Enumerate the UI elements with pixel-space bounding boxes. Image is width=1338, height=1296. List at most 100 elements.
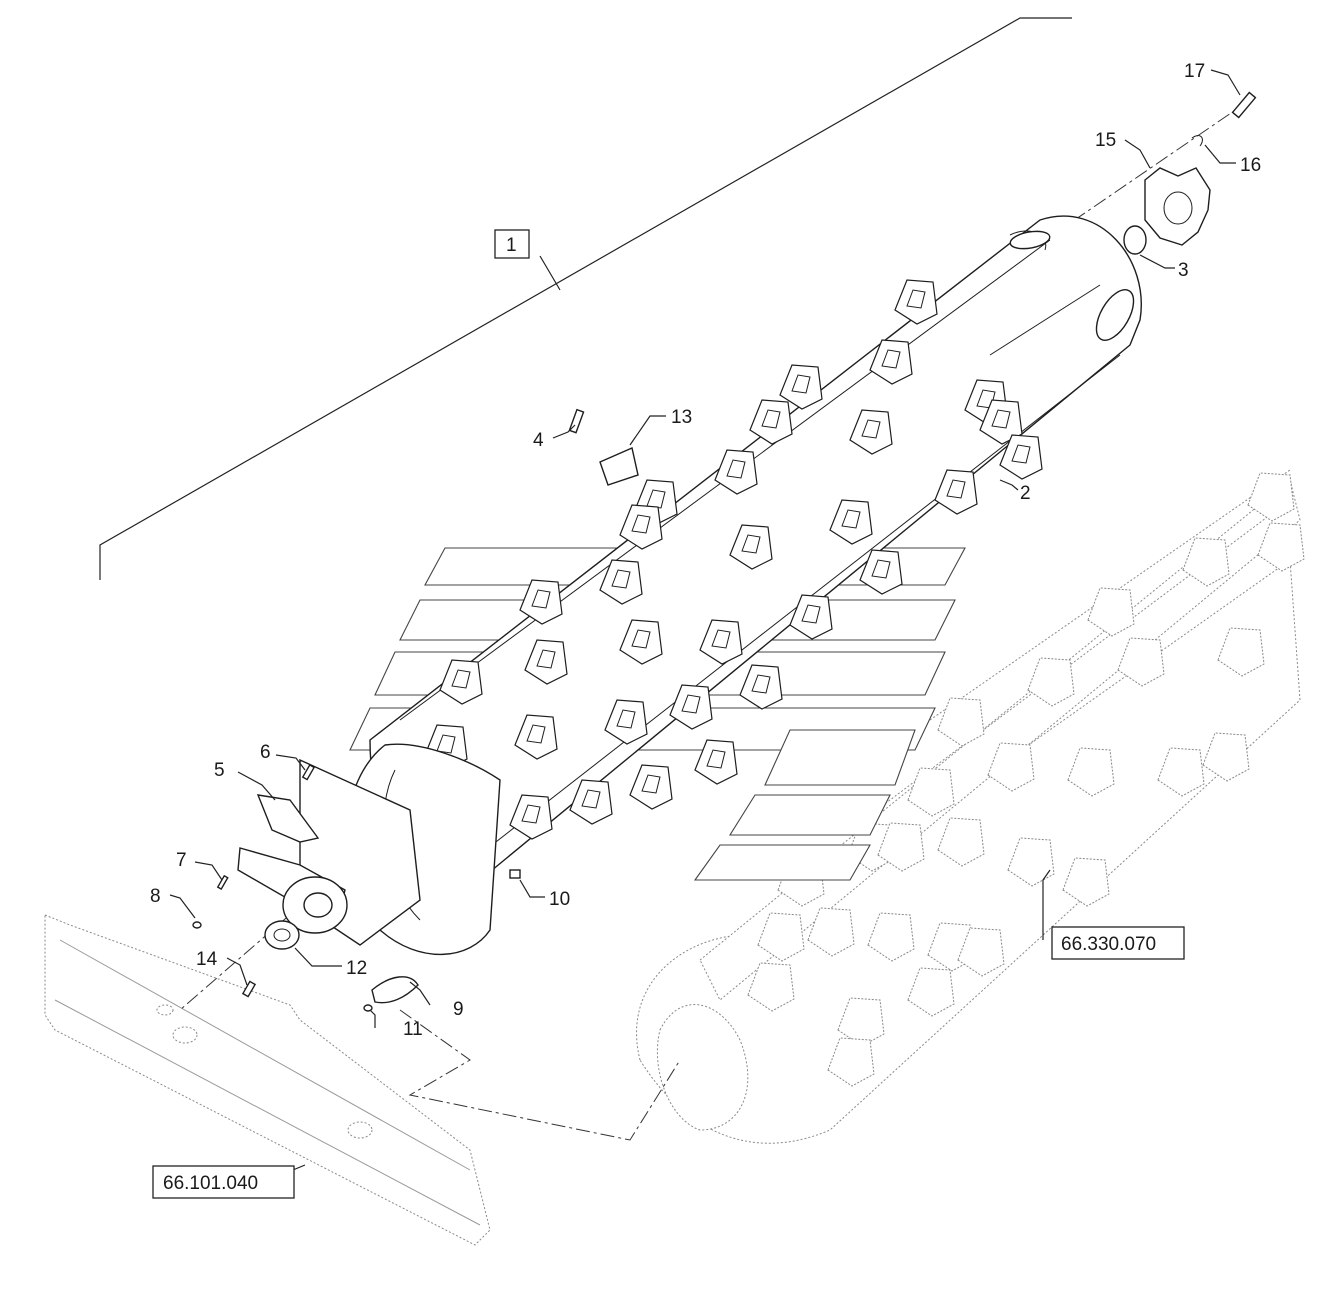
flange-part-15 <box>1144 167 1211 246</box>
ghost-wear-tooth <box>1007 837 1055 887</box>
drum-wear-tooth <box>789 594 833 640</box>
drum-wear-tooth <box>729 524 773 570</box>
drum-wear-tooth-detail <box>711 629 731 649</box>
background-frame-beam <box>44 914 491 1246</box>
drum-wear-tooth <box>699 619 743 665</box>
drum-wear-tooth-detail <box>761 409 781 429</box>
drum-wear-tooth-detail <box>841 509 861 529</box>
ghost-wear-tooth <box>937 817 985 867</box>
ghost-wear-tooth <box>1117 637 1165 687</box>
reference-labels: 66.330.070 <box>152 926 1185 1199</box>
screw-part-11 <box>363 1004 373 1012</box>
callout-15: 15 <box>1095 130 1116 151</box>
drum-wear-tooth-detail <box>436 734 456 754</box>
drum-wear-tooth-detail <box>726 459 746 479</box>
drum-wear-tooth <box>514 714 558 760</box>
drum-wear-tooth-detail <box>581 789 601 809</box>
drum-wear-tooth <box>749 399 793 445</box>
drum-wear-tooth <box>439 659 483 705</box>
drum-wear-tooth-detail <box>791 374 811 394</box>
drum-wear-tooth <box>694 739 738 785</box>
callout-10: 10 <box>549 889 570 910</box>
callout-8: 8 <box>150 886 161 907</box>
callout-11: 11 <box>403 1019 423 1040</box>
drum-wear-tooth-detail <box>681 694 701 714</box>
drum-wear-tooth <box>894 279 938 325</box>
drum-wear-tooth <box>999 434 1043 480</box>
callout-3: 3 <box>1178 260 1189 281</box>
drum-wear-tooth-detail <box>1011 444 1031 464</box>
drum-wear-tooth <box>519 579 563 625</box>
drum-wear-tooth-detail <box>631 629 651 649</box>
drive-hub <box>237 847 348 950</box>
drum-wear-tooth-detail <box>906 289 926 309</box>
callout-2: 2 <box>1020 483 1031 504</box>
nut-part-8 <box>192 921 202 929</box>
drum-wear-tooth-detail <box>991 409 1011 429</box>
drum-wear-tooth-detail <box>976 389 996 409</box>
drum-wear-tooth <box>669 684 713 730</box>
ghost-wear-tooth <box>1182 537 1230 587</box>
ghost-wear-tooth <box>1027 657 1075 707</box>
ghost-wear-tooth <box>907 767 955 817</box>
ghost-wear-tooth <box>837 997 885 1047</box>
wear-plate-part-13 <box>599 447 639 486</box>
pin-part-7 <box>216 874 229 891</box>
ref-feeder-label: 66.330.070 <box>1061 934 1156 955</box>
drum-wear-tooth-detail <box>881 349 901 369</box>
ref-frame-label: 66.101.040 <box>163 1173 258 1194</box>
shield-part-9 <box>371 976 419 1004</box>
ghost-wear-tooth <box>1202 732 1250 782</box>
ghost-wear-tooth <box>1067 747 1115 797</box>
drum-wear-tooth <box>524 639 568 685</box>
drum-wear-tooth-detail <box>741 534 761 554</box>
drum-wear-tooth <box>779 364 823 410</box>
ref-box-frame <box>152 1165 295 1199</box>
callout-1: 1 <box>506 235 517 256</box>
drum-wear-tooth <box>509 794 553 840</box>
drum-wear-tooth-detail <box>521 804 541 824</box>
callout-17: 17 <box>1184 61 1205 82</box>
drum-wear-tooth-detail <box>706 749 726 769</box>
drum-wear-tooth <box>619 619 663 665</box>
ghost-wear-tooth <box>1217 627 1265 677</box>
drum-wear-tooth <box>739 664 783 710</box>
drum-wear-tooth-detail <box>531 589 551 609</box>
ghost-wear-tooth <box>807 907 855 957</box>
drum-wear-tooth-detail <box>801 604 821 624</box>
drum-wear-tooth <box>714 449 758 495</box>
ghost-wear-tooth <box>1257 522 1305 572</box>
callout-14: 14 <box>196 949 218 970</box>
washer-part-3 <box>1123 225 1147 255</box>
drum-wear-tooth-detail <box>631 514 651 534</box>
ghost-wear-tooth <box>1157 747 1205 797</box>
bracket-part-10 <box>509 869 521 879</box>
callout-16: 16 <box>1240 155 1261 176</box>
drum-wear-tooth-detail <box>861 419 881 439</box>
drum-wear-tooth-detail <box>616 709 636 729</box>
ghost-wear-tooth <box>937 697 985 747</box>
assembly-callout-box <box>494 229 530 259</box>
assembly-centerline <box>399 1009 681 1141</box>
drum-wear-tooth <box>849 409 893 455</box>
drum-wear-tooth <box>569 779 613 825</box>
callout-13: 13 <box>671 407 692 428</box>
ref-box-feeder <box>1051 926 1185 960</box>
ghost-wear-tooth <box>757 912 805 962</box>
ghost-wear-tooth <box>827 1037 875 1087</box>
ghost-wear-tooth <box>747 962 795 1012</box>
bolt-part-14 <box>241 980 257 998</box>
ring-part-16 <box>1191 135 1203 147</box>
callout-4: 4 <box>533 430 544 451</box>
drum-wear-tooth-detail <box>946 479 966 499</box>
drum-wear-tooth <box>859 549 903 595</box>
drum-wear-tooth-detail <box>536 649 556 669</box>
drum-wear-tooth <box>829 499 873 545</box>
rotor-drum <box>369 215 1142 885</box>
leader-lines <box>169 69 1241 1184</box>
drum-wear-tooth-detail <box>451 669 471 689</box>
ghost-wear-tooth <box>907 967 955 1017</box>
drum-wear-tooth-detail <box>611 569 631 589</box>
